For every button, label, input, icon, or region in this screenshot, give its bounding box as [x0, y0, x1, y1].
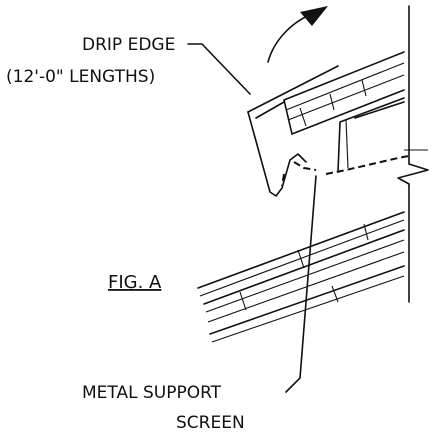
figure-label: FIG. A	[108, 272, 162, 293]
drip-edge-profile	[247, 65, 339, 197]
screen-label: SCREEN	[176, 413, 245, 433]
drip-edge-label: DRIP EDGE	[82, 35, 175, 55]
drip-edge-lengths-label: (12'-0" LENGTHS)	[6, 67, 155, 87]
lower-roof-layers	[197, 211, 405, 343]
metal-support-label: METAL SUPPORT	[82, 383, 222, 403]
upper-roof-layers	[283, 51, 405, 135]
rotation-arrow-icon	[267, 6, 328, 63]
wall	[397, 5, 429, 303]
drip-edge-leader	[187, 43, 251, 95]
metal-support-leader	[285, 175, 317, 393]
fascia-board	[337, 97, 405, 173]
metal-support-screen	[281, 155, 410, 187]
